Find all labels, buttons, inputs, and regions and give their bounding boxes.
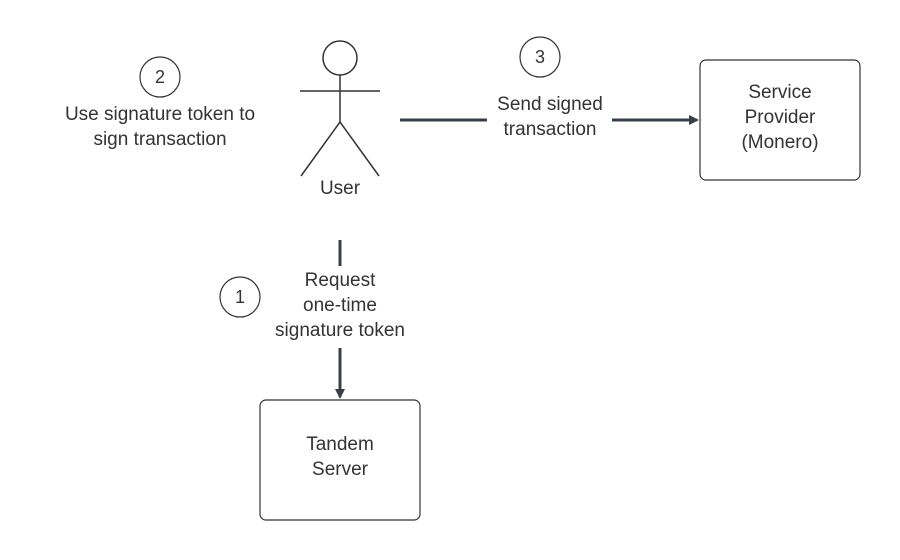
step-2-line-2: sign transaction xyxy=(93,129,227,150)
step-1-line-1: Request xyxy=(304,270,376,291)
step-3-circle xyxy=(519,36,561,78)
tandem-server-line-2: Server xyxy=(312,459,368,480)
user-right-leg xyxy=(339,121,380,177)
tandem-server-label: Tandem Server xyxy=(260,432,420,482)
service-provider-box[interactable] xyxy=(699,59,861,181)
tandem-server-line-1: Tandem xyxy=(306,434,374,455)
tandem-server-box[interactable] xyxy=(259,399,421,521)
step-3-line-1: Send signed xyxy=(497,94,603,115)
step-2-line-1: Use signature token to xyxy=(64,104,256,125)
step-1-line-2: one-time xyxy=(303,295,377,316)
service-provider-label: Service Provider (Monero) xyxy=(700,80,860,155)
step-1-label: Request one-time signature token xyxy=(250,268,430,343)
step-1-number: 1 xyxy=(234,287,245,307)
user-left-leg xyxy=(300,121,341,177)
step-1-line-3: signature token xyxy=(275,320,405,341)
step-2-number: 2 xyxy=(154,67,165,87)
step-3-label: Send signed transaction xyxy=(480,92,620,142)
service-provider-line-2: Provider xyxy=(744,107,816,128)
step-3-line-2: transaction xyxy=(503,119,597,140)
step-1-circle xyxy=(219,276,261,318)
user-label: User xyxy=(319,178,361,199)
user-head xyxy=(322,40,358,76)
service-provider-line-1: Service xyxy=(748,82,812,103)
user-actor-icon xyxy=(300,40,380,177)
step-2-label: Use signature token to sign transaction xyxy=(30,102,290,152)
service-provider-line-3: (Monero) xyxy=(741,132,819,153)
step-3-number: 3 xyxy=(534,47,545,67)
step-2-circle xyxy=(139,56,181,98)
